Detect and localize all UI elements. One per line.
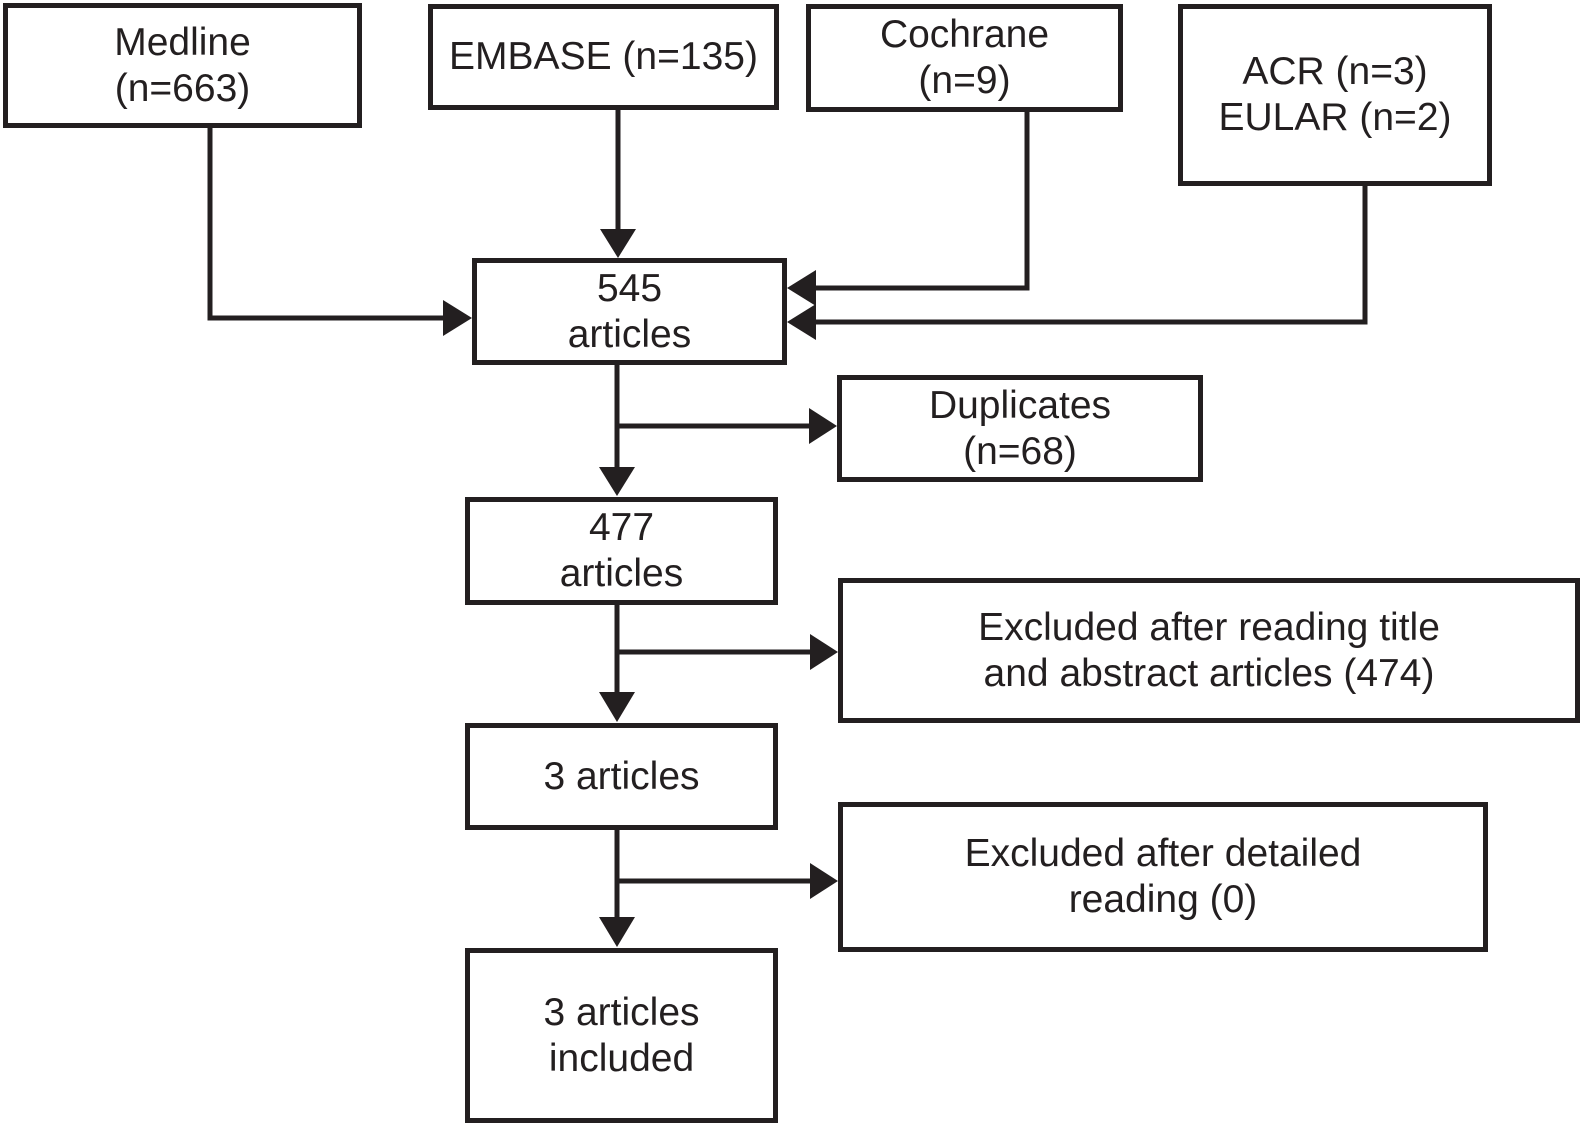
node-label-line: 477 bbox=[588, 506, 655, 549]
node-label-line: 545 bbox=[596, 266, 663, 310]
edge-medline-to-545 bbox=[207, 126, 472, 336]
node-label-line: included bbox=[548, 1036, 695, 1080]
edge-477-to-excluded-title-abstract bbox=[617, 634, 838, 670]
node-acr-eular: ACR (n=3) EULAR (n=2) bbox=[1178, 4, 1492, 186]
node-545-articles: 545 articles bbox=[472, 258, 787, 365]
node-label-line: and abstract articles (474) bbox=[983, 651, 1435, 695]
node-label-line: reading (0) bbox=[1068, 878, 1258, 921]
node-embase: EMBASE (n=135) bbox=[428, 4, 779, 110]
edge-477-to-3 bbox=[599, 603, 635, 722]
node-3-articles-included: 3 articles included bbox=[465, 948, 778, 1123]
node-label-line: Excluded after detailed bbox=[964, 832, 1362, 875]
node-label-line: Duplicates bbox=[928, 383, 1112, 427]
node-label-line: Cochrane bbox=[879, 13, 1050, 56]
edge-545-to-477 bbox=[599, 363, 635, 496]
edge-3-to-3-included bbox=[599, 828, 635, 947]
edge-3-to-excluded-detailed bbox=[617, 863, 838, 899]
node-medline: Medline (n=663) bbox=[3, 3, 362, 128]
node-label-line: Medline bbox=[114, 20, 251, 64]
node-label-line: EMBASE (n=135) bbox=[449, 35, 758, 78]
node-label-line: (n=68) bbox=[963, 429, 1077, 473]
node-label-line: Excluded after reading title bbox=[978, 605, 1440, 649]
node-3-articles: 3 articles bbox=[465, 723, 778, 830]
edge-cochrane-to-545 bbox=[787, 110, 1030, 306]
node-excluded-title-abstract: Excluded after reading title and abstrac… bbox=[838, 578, 1580, 723]
edge-545-to-duplicates bbox=[617, 408, 837, 444]
edge-acr-eular-to-545 bbox=[787, 184, 1368, 340]
node-label-line: articles bbox=[567, 312, 692, 356]
node-label-line: 3 articles bbox=[543, 754, 700, 798]
node-label-line: EULAR (n=2) bbox=[1218, 96, 1452, 139]
node-label-line: 3 articles bbox=[543, 990, 700, 1034]
node-label-line: ACR (n=3) bbox=[1242, 50, 1428, 93]
node-cochrane: Cochrane (n=9) bbox=[806, 4, 1123, 112]
node-excluded-detailed: Excluded after detailed reading (0) bbox=[838, 802, 1488, 952]
node-duplicates: Duplicates (n=68) bbox=[837, 375, 1203, 482]
node-477-articles: 477 articles bbox=[465, 497, 778, 605]
node-label-line: (n=9) bbox=[918, 59, 1011, 102]
edge-embase-to-545 bbox=[600, 110, 636, 258]
node-label-line: (n=663) bbox=[114, 66, 251, 110]
node-label-line: articles bbox=[559, 552, 684, 595]
